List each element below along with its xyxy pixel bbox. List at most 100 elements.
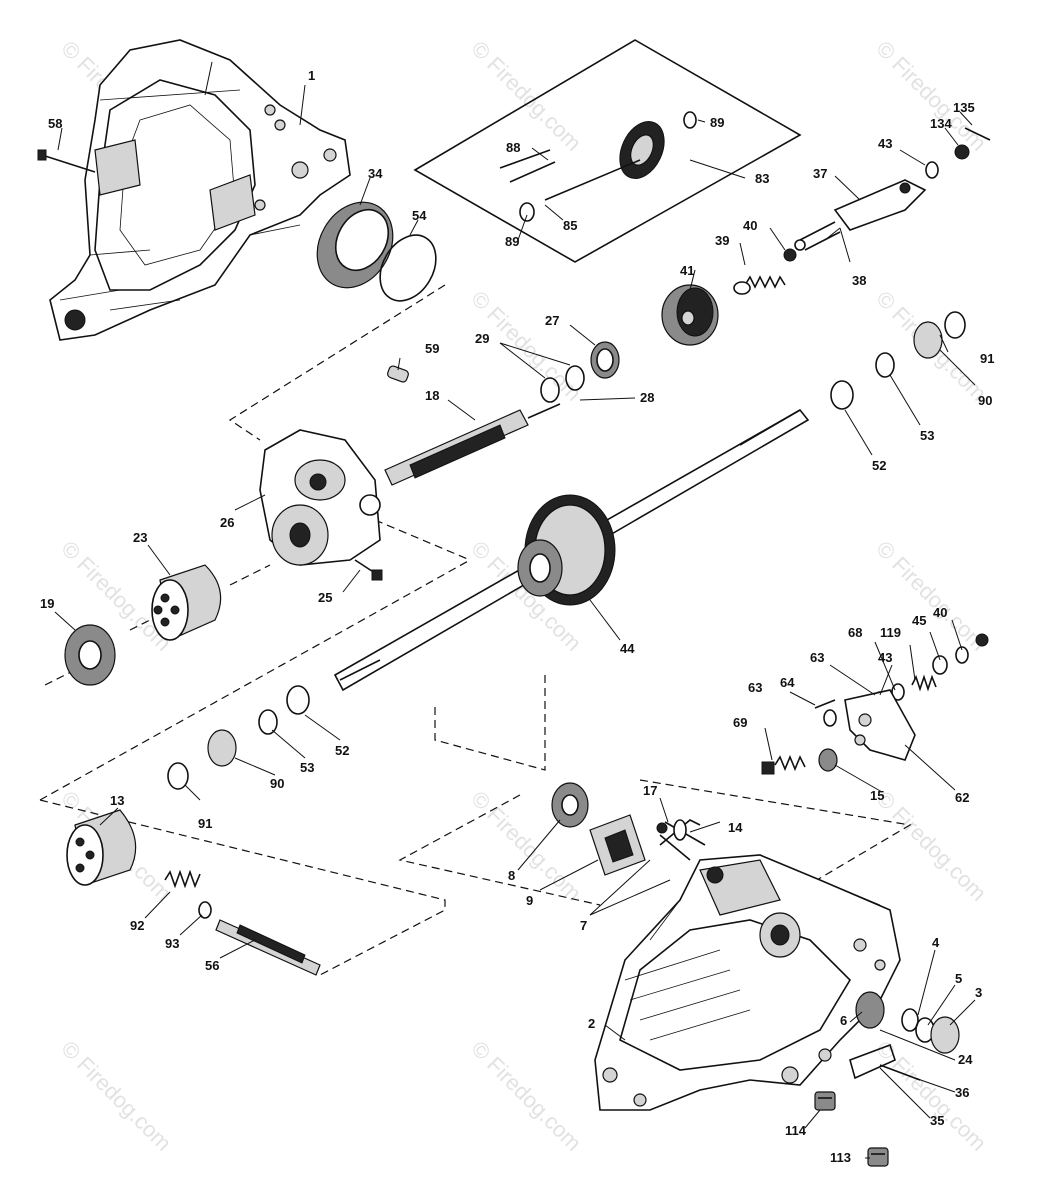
callout-27: 27 bbox=[545, 313, 559, 328]
seal-34 bbox=[316, 201, 394, 289]
callout-88: 88 bbox=[506, 140, 520, 155]
callouts: 1 2 3 4 5 6 7 8 9 13 14 15 17 18 19 23 2… bbox=[40, 68, 994, 1165]
input-shaft-18 bbox=[384, 403, 561, 486]
callout-17: 17 bbox=[643, 783, 657, 798]
nut-134 bbox=[954, 144, 970, 160]
callout-28: 28 bbox=[640, 390, 654, 405]
plunger-39 bbox=[733, 281, 751, 295]
callout-35: 35 bbox=[930, 1113, 944, 1128]
pin-59 bbox=[387, 365, 409, 383]
nut-40-top bbox=[783, 248, 797, 262]
callout-52: 52 bbox=[335, 743, 349, 758]
motor-cylinder-13 bbox=[66, 809, 137, 886]
callout-19: 19 bbox=[40, 596, 54, 611]
callout-6: 6 bbox=[840, 1013, 847, 1028]
callout-83: 83 bbox=[755, 171, 769, 186]
axle-gear-44 bbox=[333, 408, 810, 692]
clip-38 bbox=[794, 221, 841, 251]
callout-14: 14 bbox=[728, 820, 743, 835]
callout-8: 8 bbox=[508, 868, 515, 883]
callout-3: 3 bbox=[975, 985, 982, 1000]
callout-119: 119 bbox=[880, 625, 901, 640]
bearing-6 bbox=[855, 991, 885, 1029]
bracket-37 bbox=[833, 179, 927, 231]
watermark: © Firedog.com bbox=[466, 1036, 586, 1156]
washer-52-low bbox=[286, 685, 310, 715]
ring-93 bbox=[198, 901, 212, 919]
callout-113: 113 bbox=[830, 1150, 851, 1165]
callout-62: 62 bbox=[955, 790, 969, 805]
watermark: © Firedog.com bbox=[871, 786, 991, 906]
callout-13: 13 bbox=[110, 793, 124, 808]
ring-29a bbox=[565, 365, 585, 391]
ring-5 bbox=[901, 1008, 919, 1032]
callout-114: 114 bbox=[785, 1123, 807, 1138]
callout-134: 134 bbox=[930, 116, 952, 131]
callout-58: 58 bbox=[48, 116, 62, 131]
bolt-58 bbox=[37, 149, 96, 173]
callout-63b: 63 bbox=[748, 680, 762, 695]
callout-36: 36 bbox=[955, 1085, 969, 1100]
kit-83-parts bbox=[499, 111, 697, 222]
callout-1: 1 bbox=[308, 68, 315, 83]
callout-25: 25 bbox=[318, 590, 332, 605]
washer-52-top bbox=[830, 380, 854, 410]
callout-45: 45 bbox=[912, 613, 926, 628]
callout-53b: 53 bbox=[920, 428, 934, 443]
callout-23: 23 bbox=[133, 530, 147, 545]
callout-7: 7 bbox=[580, 918, 587, 933]
callout-40: 40 bbox=[743, 218, 757, 233]
bushing-90-top bbox=[913, 321, 943, 359]
callout-54: 54 bbox=[412, 208, 427, 223]
callout-18: 18 bbox=[425, 388, 439, 403]
callout-93: 93 bbox=[165, 936, 179, 951]
callout-135: 135 bbox=[953, 100, 975, 115]
callout-59: 59 bbox=[425, 341, 439, 356]
swashplate-parts bbox=[551, 782, 706, 876]
pin-135 bbox=[964, 127, 991, 141]
washer-91-low bbox=[167, 762, 189, 790]
bolt-36 bbox=[879, 1064, 921, 1081]
lower-housing bbox=[594, 854, 901, 1111]
callout-63: 63 bbox=[810, 650, 824, 665]
seal-19 bbox=[64, 624, 116, 686]
plug-114 bbox=[814, 1091, 836, 1111]
washer-53-top bbox=[875, 352, 895, 378]
callout-34: 34 bbox=[368, 166, 383, 181]
callout-38: 38 bbox=[852, 273, 866, 288]
callout-15: 15 bbox=[870, 788, 884, 803]
o-ring-54 bbox=[379, 234, 437, 302]
bushing-90-low bbox=[207, 729, 237, 767]
leader-lines bbox=[54, 61, 976, 1159]
bracket-35 bbox=[849, 1043, 896, 1080]
callout-29: 29 bbox=[475, 331, 489, 346]
callout-43: 43 bbox=[878, 136, 892, 151]
callout-89b: 89 bbox=[505, 234, 519, 249]
callout-5: 5 bbox=[955, 971, 962, 986]
callout-90b: 90 bbox=[978, 393, 992, 408]
cap-3 bbox=[930, 1016, 960, 1054]
kit-box bbox=[413, 39, 802, 263]
center-section-26 bbox=[259, 429, 381, 566]
screw-25-head bbox=[371, 569, 383, 581]
ring-29b bbox=[540, 377, 560, 403]
callout-92: 92 bbox=[130, 918, 144, 933]
callout-91b: 91 bbox=[980, 351, 994, 366]
callout-43b: 43 bbox=[878, 650, 892, 665]
callout-40b: 40 bbox=[933, 605, 947, 620]
pump-cylinder-23 bbox=[151, 564, 222, 641]
washer-53-low bbox=[258, 709, 278, 735]
callout-56: 56 bbox=[205, 958, 219, 973]
valve-parts bbox=[761, 633, 989, 775]
callout-41: 41 bbox=[680, 263, 694, 278]
washer-91-top bbox=[944, 311, 966, 339]
callout-4: 4 bbox=[932, 935, 940, 950]
callout-39: 39 bbox=[715, 233, 729, 248]
callout-64: 64 bbox=[780, 675, 795, 690]
assembly-lines bbox=[39, 284, 912, 976]
bearing-27-inner bbox=[596, 348, 614, 372]
callout-90: 90 bbox=[270, 776, 284, 791]
callout-53: 53 bbox=[300, 760, 314, 775]
callout-52b: 52 bbox=[872, 458, 886, 473]
